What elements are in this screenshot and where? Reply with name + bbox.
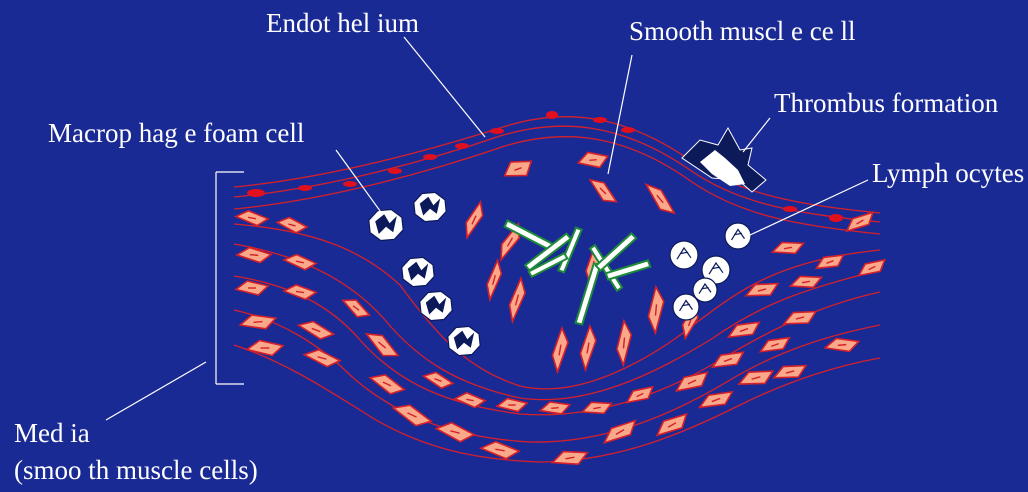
smooth-muscle-cell — [422, 369, 455, 391]
smooth-muscle-cell — [454, 391, 486, 409]
smooth-muscle-cell — [771, 239, 805, 257]
smooth-muscle-cell — [737, 366, 776, 390]
smooth-muscle-cell — [586, 174, 619, 207]
smooth-muscle-cell — [501, 155, 535, 182]
foam-cell — [420, 291, 452, 320]
smooth-muscle-cell — [824, 337, 859, 354]
smooth-muscle-cell — [461, 200, 488, 240]
smooth-muscle-cell — [642, 180, 678, 219]
smooth-muscle-cell — [710, 348, 747, 373]
smooth-muscle-cell — [550, 327, 570, 373]
lymphocyte — [693, 278, 717, 302]
foam-cell — [448, 326, 480, 355]
smooth-muscle-cell — [616, 321, 633, 366]
cholesterol-crystal — [606, 258, 650, 282]
smooth-muscle-cell — [624, 383, 657, 407]
smooth-muscle-cell — [236, 247, 271, 264]
smooth-muscle-cells — [235, 151, 888, 469]
thrombus — [682, 128, 766, 192]
smooth-muscle-cell — [297, 317, 336, 342]
smooth-muscle-cell — [600, 416, 640, 448]
foam-cell — [414, 192, 446, 221]
smooth-muscle-cell — [247, 341, 283, 356]
label-thrombus-formation: Thrombus formation — [774, 88, 998, 118]
cholesterol-crystal — [558, 227, 581, 273]
smooth-muscle-cell — [578, 325, 598, 371]
smooth-muscle-cell — [551, 447, 589, 468]
smooth-muscle-cell — [239, 313, 276, 331]
smooth-muscle-cell — [340, 294, 372, 322]
lymphocyte — [673, 294, 699, 320]
label-media: Med ia — [14, 418, 90, 448]
label-endothelium: Endot hel ium — [266, 8, 419, 38]
macrophage-foam-cells — [369, 192, 480, 355]
smooth-muscle-cell — [283, 283, 316, 300]
smooth-muscle-cell — [283, 252, 317, 271]
label-smooth-muscle-cell: Smooth muscl e ce ll — [629, 16, 855, 46]
label-macrophage-foam-cell: Macrop hag e foam cell — [48, 118, 304, 148]
foam-cell — [369, 210, 403, 241]
smooth-muscle-cell — [236, 281, 268, 295]
cholesterol-crystals — [504, 221, 651, 326]
smooth-muscle-cell — [697, 387, 736, 412]
smooth-muscle-cell — [390, 399, 433, 430]
label-lymphocytes: Lymph ocytes — [872, 158, 1024, 188]
smooth-muscle-cell — [647, 286, 665, 333]
label-pointers — [106, 37, 868, 420]
smooth-muscle-cell — [581, 399, 613, 417]
smooth-muscle-cell — [577, 151, 608, 170]
smooth-muscle-cell — [789, 273, 823, 291]
smooth-muscle-cell — [772, 361, 808, 383]
smooth-muscle-cell — [782, 307, 818, 329]
smooth-muscle-cell — [435, 419, 476, 444]
smooth-muscle-cell — [484, 259, 505, 300]
smooth-muscle-cell — [497, 399, 527, 412]
smooth-muscle-cell — [814, 251, 847, 273]
foam-cell — [402, 257, 434, 286]
smooth-muscle-cell — [506, 277, 529, 323]
label-media-description: (smoo th muscle cells) — [14, 455, 258, 485]
smooth-muscle-cell — [758, 333, 793, 356]
smooth-muscle-cell — [856, 256, 889, 280]
smooth-muscle-cell — [744, 279, 780, 301]
lymphocyte — [670, 241, 698, 269]
lymphocyte — [725, 223, 751, 249]
lymphocyte-cells — [670, 223, 751, 320]
